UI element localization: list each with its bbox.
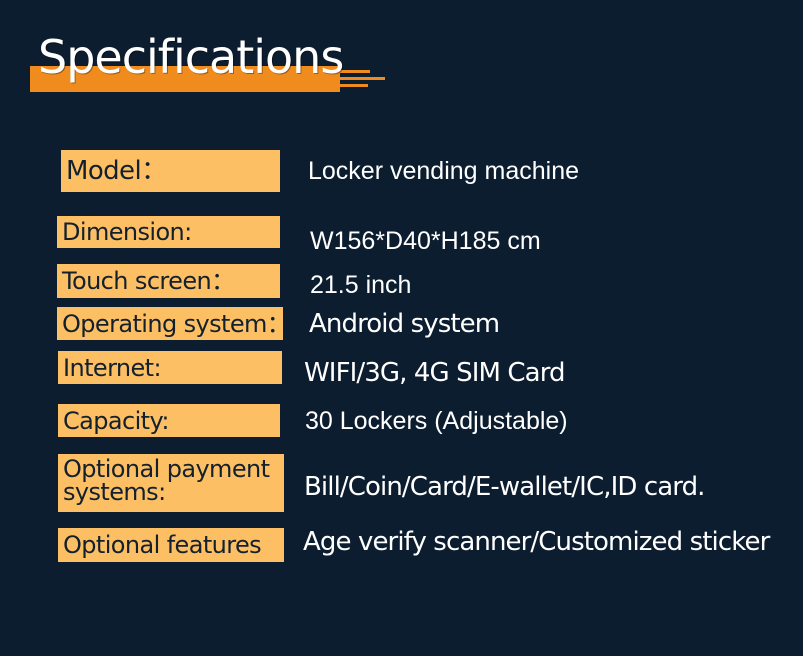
- title-accent-stripe: [30, 66, 340, 92]
- model-label: Model：: [61, 150, 280, 192]
- title-banner: Specifications: [30, 30, 385, 100]
- optional-payment-value: Bill/Coin/Card/E-wallet/IC,ID card.: [304, 472, 705, 502]
- internet-value: WIFI/3G, 4G SIM Card: [304, 358, 566, 388]
- model-value: Locker vending machine: [308, 157, 579, 185]
- touch-screen-value: 21.5 inch: [310, 271, 412, 299]
- operating-system-value: Android system: [309, 309, 500, 339]
- optional-features-value: Age verify scanner/Customized sticker: [303, 527, 770, 557]
- dimension-label: Dimension:: [57, 216, 280, 248]
- title-brush-streak: [330, 70, 370, 73]
- capacity-value: 30 Lockers (Adjustable): [305, 407, 568, 435]
- title-brush-streak: [332, 84, 368, 87]
- optional-payment-label: Optional payment systems:: [58, 454, 284, 512]
- operating-system-label: Operating system：: [57, 307, 291, 340]
- optional-features-label: Optional features: [58, 528, 284, 562]
- touch-screen-label: Touch screen：: [57, 264, 280, 298]
- title-brush-streak: [335, 77, 385, 80]
- capacity-label: Capacity:: [58, 404, 280, 437]
- dimension-value: W156*D40*H185 cm: [310, 227, 541, 255]
- internet-label: Internet:: [58, 351, 282, 384]
- page-title: Specifications: [38, 30, 344, 84]
